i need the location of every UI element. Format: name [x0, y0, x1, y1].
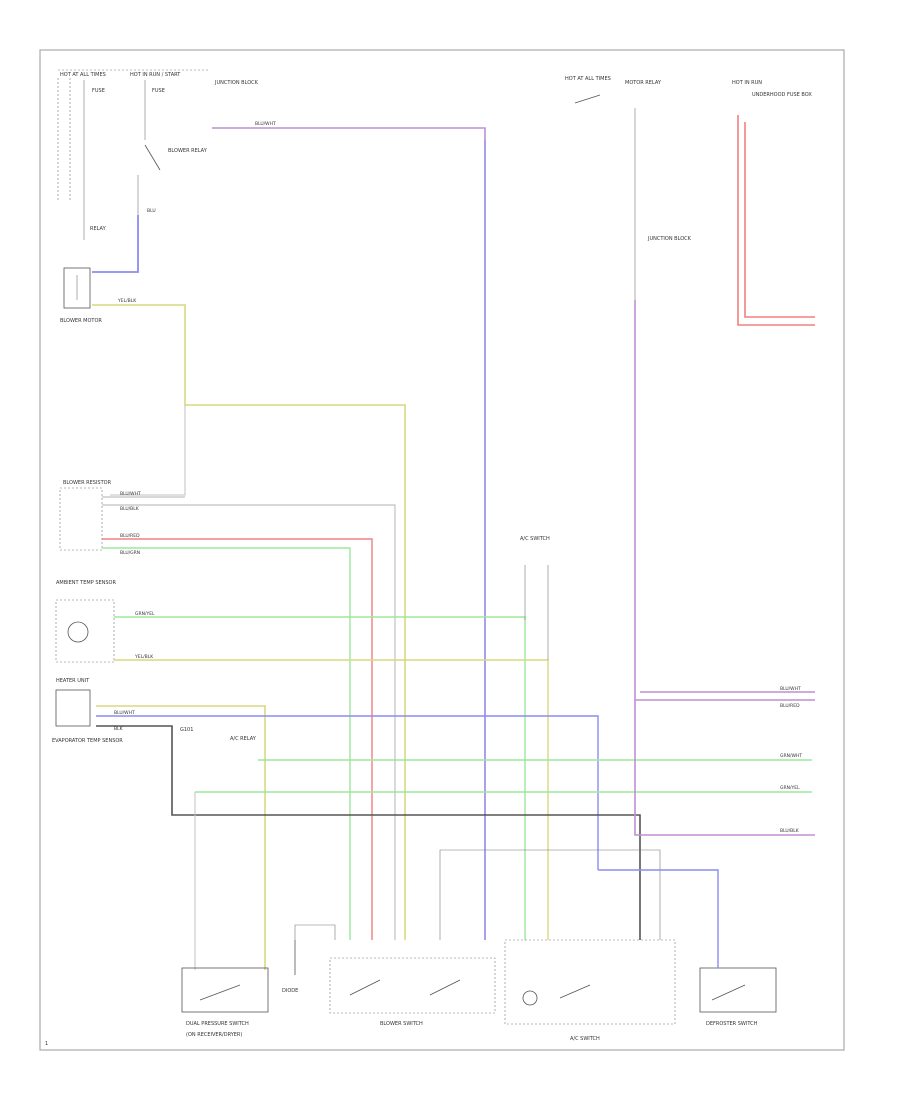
blower-resistor-label: BLOWER RESISTOR [63, 480, 112, 486]
blower-switch-box [329, 957, 496, 1014]
blower-motor-box [63, 267, 91, 309]
evap-sensor-label: EVAPORATOR TEMP SENSOR [52, 738, 123, 744]
ground-note-label: G101 [180, 727, 193, 733]
right-label-5: BLU/BLK [780, 828, 800, 834]
defroster-switch-box [699, 967, 777, 1013]
dual-pressure-switch-box [181, 967, 269, 1013]
diode-label: DIODE [282, 988, 298, 994]
wire-pink-top [212, 127, 486, 940]
fuse-mid-label: FUSE [152, 88, 165, 94]
top-right-label: HOT IN RUN [732, 80, 762, 86]
ignition-block-label: JUNCTION BLOCK [214, 80, 259, 86]
ac-relay-label: A/C RELAY [230, 736, 257, 742]
thermostat-box [55, 599, 115, 663]
top-left-label-2: HOT IN RUN / START [130, 72, 181, 78]
ac-switch-frame [439, 849, 661, 940]
blower-resistor-box [59, 487, 103, 551]
blower-switch-label: BLOWER SWITCH [380, 1021, 423, 1027]
relay-switch-arm [144, 144, 161, 171]
dual-pressure-switch-label: DUAL PRESSURE SWITCH [186, 1021, 249, 1027]
wire-label-pink-top: BLU/WHT [255, 121, 276, 127]
wire-red-right-2 [744, 122, 815, 318]
ac-switch-indicator [522, 990, 538, 1006]
defroster-contact [711, 984, 746, 1001]
footer-label: 1 [45, 1041, 48, 1047]
wire-label-green-1: BLU/GRN [120, 550, 140, 556]
relay-mid-label: RELAY [90, 226, 107, 232]
wire-label-green-right: GRN/YEL [780, 785, 800, 791]
ac-switch-connector-label: A/C SWITCH [520, 536, 550, 542]
wire-gray-drop [110, 405, 186, 496]
wire-gray-2 [102, 504, 396, 940]
wire-blue-lower [96, 715, 599, 870]
wire-dark-lower [96, 725, 641, 940]
wire-label-blue-lower: BLU/WHT [114, 710, 135, 716]
diagram-border [39, 49, 845, 1051]
wire-red-1 [102, 538, 373, 940]
ac-switch-contact [559, 984, 591, 999]
blower-switch-contact-2 [429, 979, 461, 996]
wire-yellow-top [92, 304, 406, 940]
top-mid-label-1: HOT AT ALL TIMES [565, 76, 611, 82]
wire-label-green-mid: GRN/YEL [135, 611, 155, 617]
right-label-1: BLU/WHT [780, 686, 801, 692]
right-label-2: BLU/RED [780, 703, 800, 709]
thermostat-element [67, 621, 89, 643]
wire-label-yellow-top: YEL/BLK [117, 298, 137, 304]
wire-label-gray-1: BLU/WHT [120, 491, 141, 497]
wire-label-red-1: BLU/RED [120, 533, 140, 539]
wire-purple-right [634, 300, 815, 701]
dual-pressure-switch-sublabel: (ON RECEIVER/DRYER) [186, 1032, 242, 1038]
ac-switch-label: A/C SWITCH [570, 1036, 600, 1042]
wire-purple-bottom [634, 700, 815, 836]
wire-label-blue-left: BLU [147, 208, 156, 214]
blower-motor-label: BLOWER MOTOR [60, 318, 102, 324]
wire-label-yellow-mid: YEL/BLK [134, 654, 154, 660]
top-right-label-2: UNDERHOOD FUSE BOX [752, 92, 812, 98]
wire-blue-left [92, 215, 139, 273]
dual-pressure-contact [199, 984, 241, 1001]
heater-unit-box [55, 689, 91, 727]
wire-label-gray-2: BLU/BLK [120, 506, 140, 512]
wire-blue-defroster [598, 869, 719, 968]
top-mid-switch [574, 94, 601, 104]
relay-right-label: JUNCTION BLOCK [647, 236, 692, 242]
wire-green-1 [102, 547, 351, 940]
thermostat-label: AMBIENT TEMP SENSOR [56, 580, 116, 586]
blower-switch-contact-1 [349, 979, 381, 996]
top-left-label-1: HOT AT ALL TIMES [60, 72, 106, 78]
fuse-left-label: FUSE [92, 88, 105, 94]
top-mid-label-2: MOTOR RELAY [625, 80, 662, 86]
ac-switch-box [504, 939, 676, 1025]
wire-label-dark-lower: BLK [114, 726, 124, 732]
wire-red-right-1 [737, 115, 815, 326]
heater-unit-label: HEATER UNIT [56, 678, 90, 684]
wire-label-green-lower: GRN/WHT [780, 753, 802, 759]
wire-yellow-lower [96, 705, 266, 970]
defroster-switch-label: DEFROSTER SWITCH [706, 1021, 758, 1027]
diode-wire [294, 924, 336, 940]
relay-top-label: BLOWER RELAY [168, 148, 208, 154]
wire-green-mid [114, 616, 526, 940]
wire-yellow-mid [114, 659, 549, 940]
